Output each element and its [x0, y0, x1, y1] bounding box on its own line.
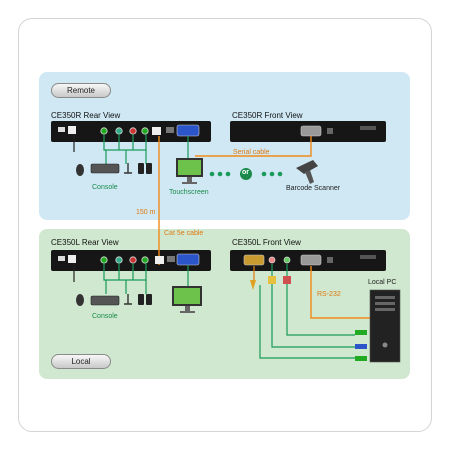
or-label: or — [242, 169, 249, 176]
ce350l-rear-view-title: CE350L Rear View — [51, 238, 119, 247]
or-connector — [209, 168, 283, 180]
remote-zone-label: Remote — [51, 83, 111, 98]
local-pc-label: Local PC — [368, 279, 397, 286]
distance-label: 150 m — [136, 209, 156, 216]
local-console-cables — [103, 263, 189, 294]
local-pc-cables — [253, 264, 370, 359]
local-plug-icons — [250, 276, 291, 290]
remote-console-cables — [103, 134, 147, 164]
serial-cable-label: Serial cable — [233, 149, 270, 156]
local-console-devices — [76, 294, 152, 306]
barcode-scanner — [296, 160, 318, 184]
local-console-label: Console — [92, 313, 118, 320]
serial-cable — [195, 136, 312, 157]
ce350l-front-ports — [243, 254, 376, 266]
local-monitor — [172, 286, 202, 313]
ce350r-rear-ports — [58, 124, 200, 137]
ce350l-rear-ports — [58, 253, 200, 266]
cat5e-cable-label: Cat 5e cable — [164, 230, 204, 237]
local-pc-tower — [355, 289, 401, 363]
barcode-scanner-label: Barcode Scanner — [286, 185, 341, 192]
remote-console-label: Console — [92, 184, 118, 191]
rs232-label: RS-232 — [317, 291, 341, 298]
touchscreen-monitor — [176, 158, 203, 184]
ce350r-front-view-title: CE350R Front View — [232, 111, 303, 120]
ce350r-rear-view-title: CE350R Rear View — [51, 111, 121, 120]
remote-console-devices — [76, 163, 152, 176]
local-zone-label: Local — [51, 354, 111, 369]
touchscreen-label: Touchscreen — [169, 189, 209, 196]
ce350r-front-ports — [300, 125, 376, 137]
ce350l-front-view-title: CE350L Front View — [232, 238, 301, 247]
